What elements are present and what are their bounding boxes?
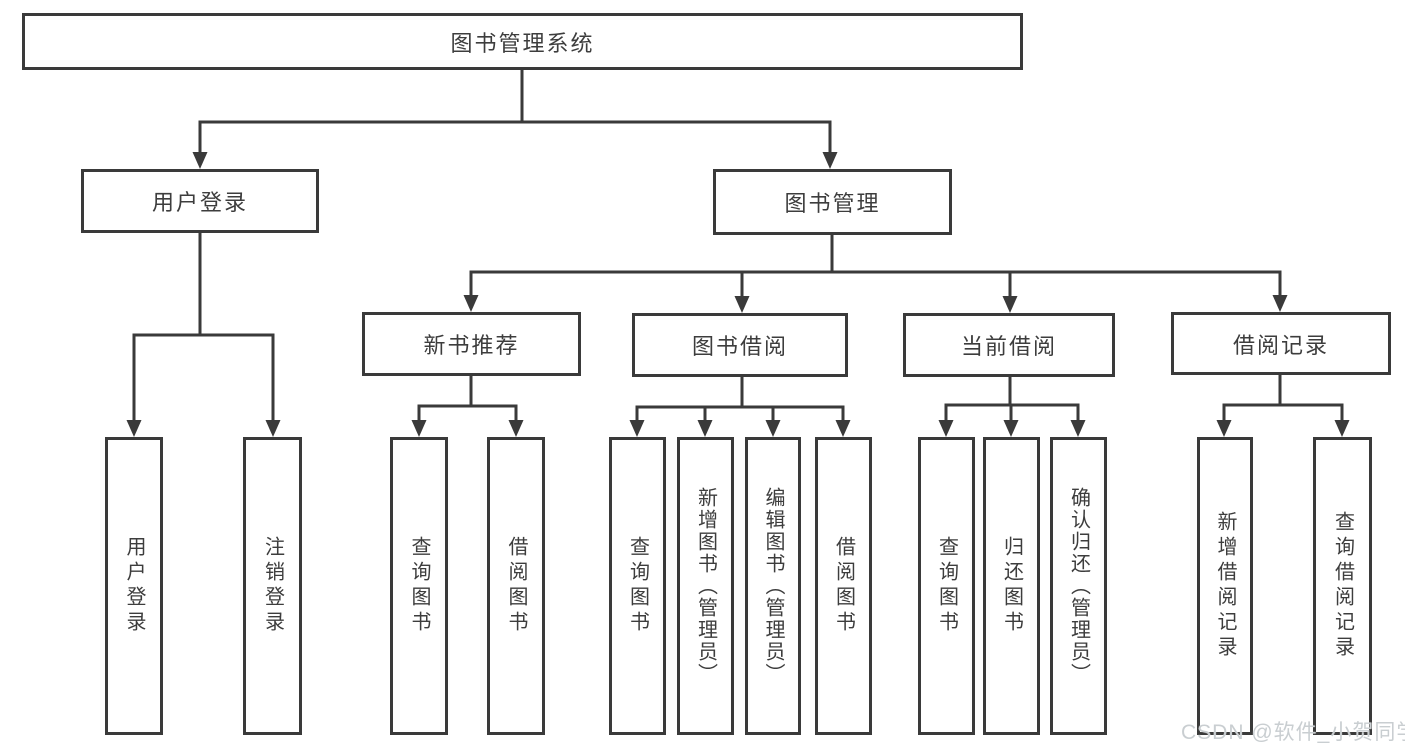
connector-book-management-level2 <box>469 235 1282 297</box>
leaf-confirm-return-admin: 确认归还（管理员） <box>1050 437 1107 735</box>
leaf-add-borrow-record-label: 新增借阅记录 <box>1214 511 1236 661</box>
leaf-edit-book-admin: 编辑图书（管理员） <box>745 437 801 735</box>
arrow-down-icon <box>697 420 713 437</box>
arrow-down-icon <box>765 420 781 437</box>
node-book-borrow-label: 图书借阅 <box>691 334 788 359</box>
arrow-down-icon <box>1334 420 1350 437</box>
arrow-down-icon <box>822 152 838 169</box>
arrow-down-icon <box>1002 296 1018 313</box>
arrow-down-icon <box>629 420 645 437</box>
node-root: 图书管理系统 <box>22 13 1023 70</box>
leaf-query-books-current: 查询图书 <box>918 437 975 735</box>
node-current-borrow: 当前借阅 <box>903 313 1115 377</box>
leaf-query-books-recommend: 查询图书 <box>390 437 448 735</box>
arrow-down-icon <box>835 420 851 437</box>
leaf-return-books-label: 归还图书 <box>1000 536 1023 636</box>
csdn-watermark: CSDN @软件_小贺同学 <box>1181 721 1405 744</box>
arrow-down-icon <box>1003 420 1019 437</box>
arrow-down-icon <box>1272 295 1288 312</box>
arrow-down-icon <box>192 152 208 169</box>
leaf-query-borrow-record-label: 查询借阅记录 <box>1331 511 1354 661</box>
connector-new-books-leaves <box>417 376 518 422</box>
node-new-book-recommend: 新书推荐 <box>362 312 581 376</box>
leaf-confirm-return-admin-label: 确认归还（管理员） <box>1067 487 1090 685</box>
leaf-user-login: 用户登录 <box>105 437 163 735</box>
leaf-query-books-recommend-label: 查询图书 <box>408 536 430 636</box>
leaf-borrow-books-recommend-label: 借阅图书 <box>505 536 527 636</box>
connector-borrow-records-leaves <box>1222 375 1344 422</box>
connector-user-login-leaves <box>132 233 275 421</box>
node-user-login-label: 用户登录 <box>151 190 248 215</box>
node-book-borrow: 图书借阅 <box>632 313 848 377</box>
node-user-login: 用户登录 <box>81 169 319 233</box>
arrow-down-icon <box>265 420 281 437</box>
node-new-book-recommend-label: 新书推荐 <box>423 333 520 358</box>
node-book-management-label: 图书管理 <box>784 191 881 216</box>
arrow-down-icon <box>938 420 954 437</box>
connector-book-borrow-leaves <box>635 377 845 422</box>
arrow-down-icon <box>508 420 524 437</box>
leaf-query-books-borrow-label: 查询图书 <box>626 536 649 636</box>
leaf-add-borrow-record: 新增借阅记录 <box>1197 437 1253 735</box>
node-root-label: 图书管理系统 <box>450 30 595 56</box>
leaf-add-book-admin: 新增图书（管理员） <box>677 437 734 735</box>
leaf-borrow-books-recommend: 借阅图书 <box>487 437 545 735</box>
leaf-query-borrow-record: 查询借阅记录 <box>1313 437 1372 735</box>
arrow-down-icon <box>1070 420 1086 437</box>
leaf-logout: 注销登录 <box>243 437 302 735</box>
arrow-down-icon <box>126 420 142 437</box>
node-borrow-records-label: 借阅记录 <box>1232 332 1329 358</box>
leaf-query-books-current-label: 查询图书 <box>935 536 958 636</box>
arrow-down-icon <box>734 296 750 313</box>
connector-root-to-level1 <box>198 70 832 154</box>
leaf-user-login-label: 用户登录 <box>123 536 145 636</box>
node-current-borrow-label: 当前借阅 <box>960 334 1057 359</box>
leaf-borrow-books: 借阅图书 <box>815 437 872 735</box>
leaf-add-book-admin-label: 新增图书（管理员） <box>694 487 717 685</box>
leaf-logout-label: 注销登录 <box>261 536 284 636</box>
leaf-edit-book-admin-label: 编辑图书（管理员） <box>762 487 784 685</box>
leaf-return-books: 归还图书 <box>983 437 1040 735</box>
node-borrow-records: 借阅记录 <box>1171 312 1391 375</box>
arrow-down-icon <box>463 295 479 312</box>
arrow-down-icon <box>411 420 427 437</box>
node-book-management: 图书管理 <box>713 169 952 235</box>
connector-current-borrow-leaves <box>944 377 1080 422</box>
arrowhead-icons <box>126 152 1350 437</box>
leaf-query-books-borrow: 查询图书 <box>609 437 666 735</box>
leaf-borrow-books-label: 借阅图书 <box>832 536 855 636</box>
arrow-down-icon <box>1216 420 1232 437</box>
